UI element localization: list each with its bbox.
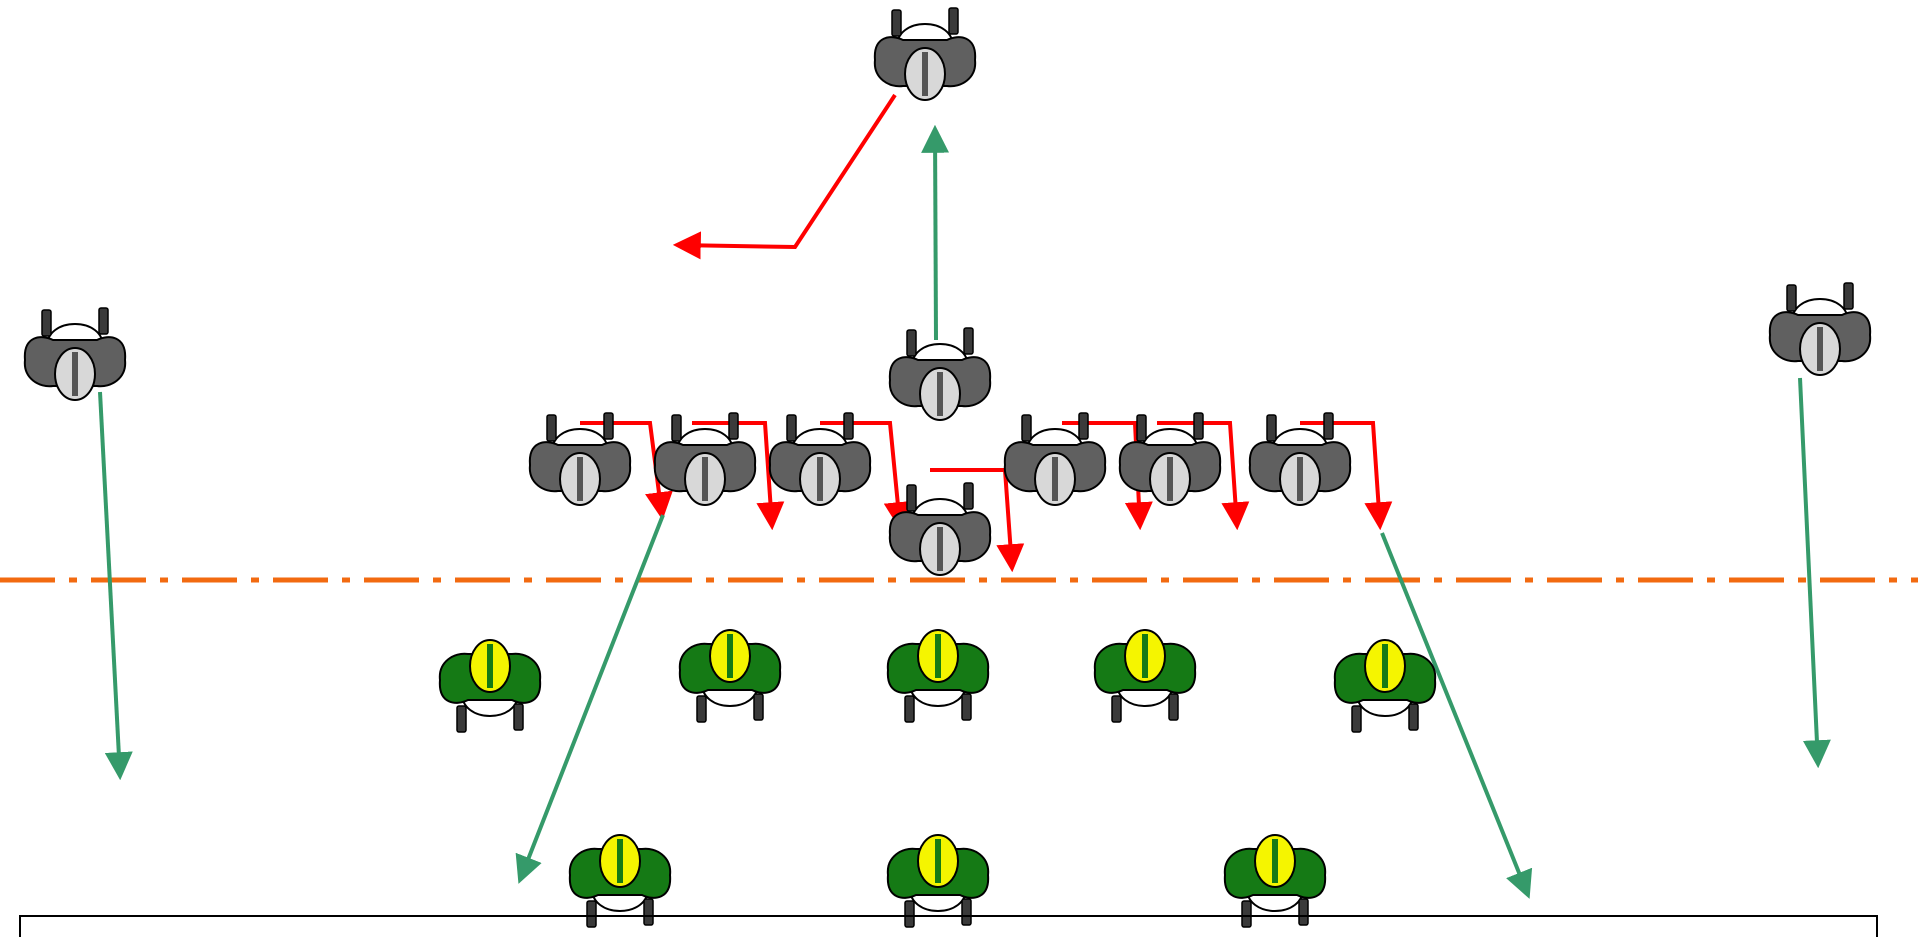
player-o-line-right-3 [1248, 412, 1352, 506]
players-layer [23, 7, 1872, 928]
player-o-up-back [888, 327, 992, 421]
player-d-front-4 [1093, 629, 1197, 723]
player-o-line-left-3 [528, 412, 632, 506]
player-d-front-5 [1333, 639, 1437, 733]
player-o-wide-right [1768, 282, 1872, 376]
bottom-border-box [19, 915, 1878, 937]
player-d-front-3 [886, 629, 990, 723]
route-up-back [921, 124, 950, 341]
route-wide-left [98, 391, 133, 781]
route-lane-left [515, 514, 665, 884]
player-o-line-left-1 [768, 412, 872, 506]
route-deep-back [672, 93, 897, 260]
route-line-5 [1157, 421, 1250, 531]
route-lane-right [1380, 532, 1533, 899]
routes-layer [98, 93, 1831, 899]
player-d-front-2 [678, 629, 782, 723]
route-line-2 [692, 421, 785, 531]
route-wide-right [1798, 377, 1831, 769]
player-d-back-2 [886, 834, 990, 928]
player-o-line-left-2 [653, 412, 757, 506]
player-o-line-right-1 [1003, 412, 1107, 506]
player-d-front-1 [438, 639, 542, 733]
player-d-back-3 [1223, 834, 1327, 928]
player-d-back-1 [568, 834, 672, 928]
player-o-center [888, 482, 992, 576]
player-o-deep-back [873, 7, 977, 101]
player-o-line-right-2 [1118, 412, 1222, 506]
player-o-wide-left [23, 307, 127, 401]
